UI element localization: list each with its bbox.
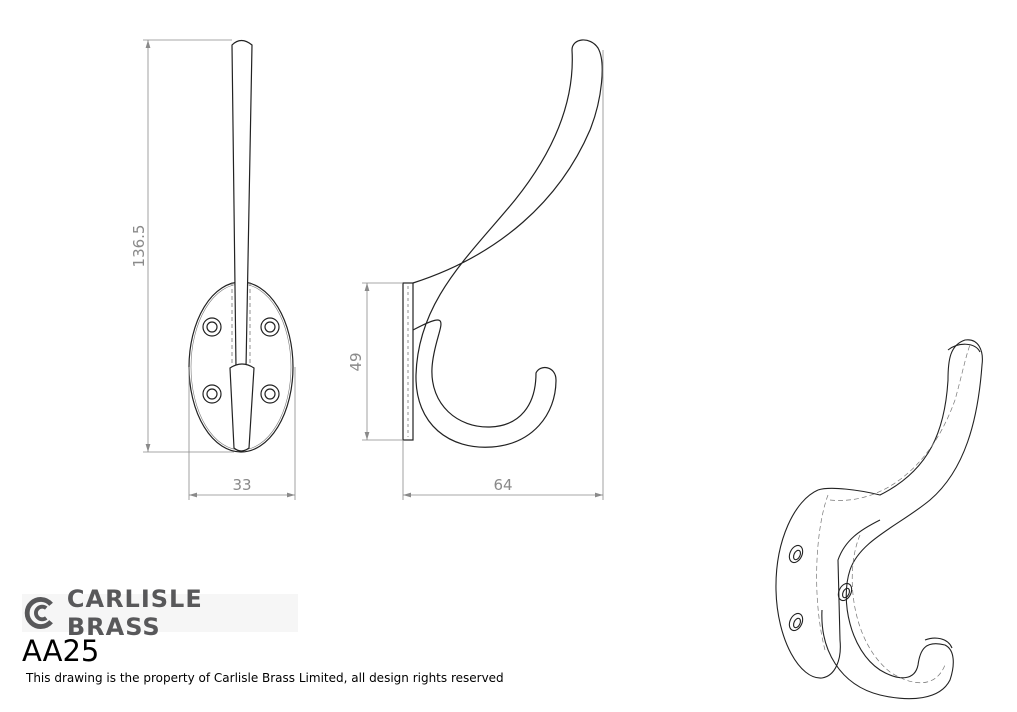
lower-hook: [229, 363, 255, 452]
model-number: AA25: [22, 634, 100, 668]
front-view: [188, 39, 294, 453]
iso-hook: [817, 339, 983, 700]
height-dimension-label: 136.5: [130, 225, 148, 268]
iso-screw-holes: [788, 544, 853, 632]
side-backplate: [402, 282, 414, 441]
hook-stem: [231, 39, 253, 369]
brand-name: CARLISLE BRASS: [66, 585, 203, 641]
copyright-notice: This drawing is the property of Carlisle…: [26, 671, 504, 685]
hook-profile: [412, 39, 603, 448]
brand-logo: CARLISLE BRASS: [22, 585, 298, 641]
carlisle-brass-logo-icon: [24, 597, 53, 629]
screw-holes: [202, 317, 280, 404]
isometric-view: [775, 339, 983, 700]
side-view: [402, 39, 603, 448]
projection-dimension-label: 64: [493, 476, 512, 494]
width-dimension-label: 33: [232, 476, 251, 494]
plate-height-dimension-label: 49: [347, 352, 365, 371]
iso-backplate: [775, 489, 881, 679]
